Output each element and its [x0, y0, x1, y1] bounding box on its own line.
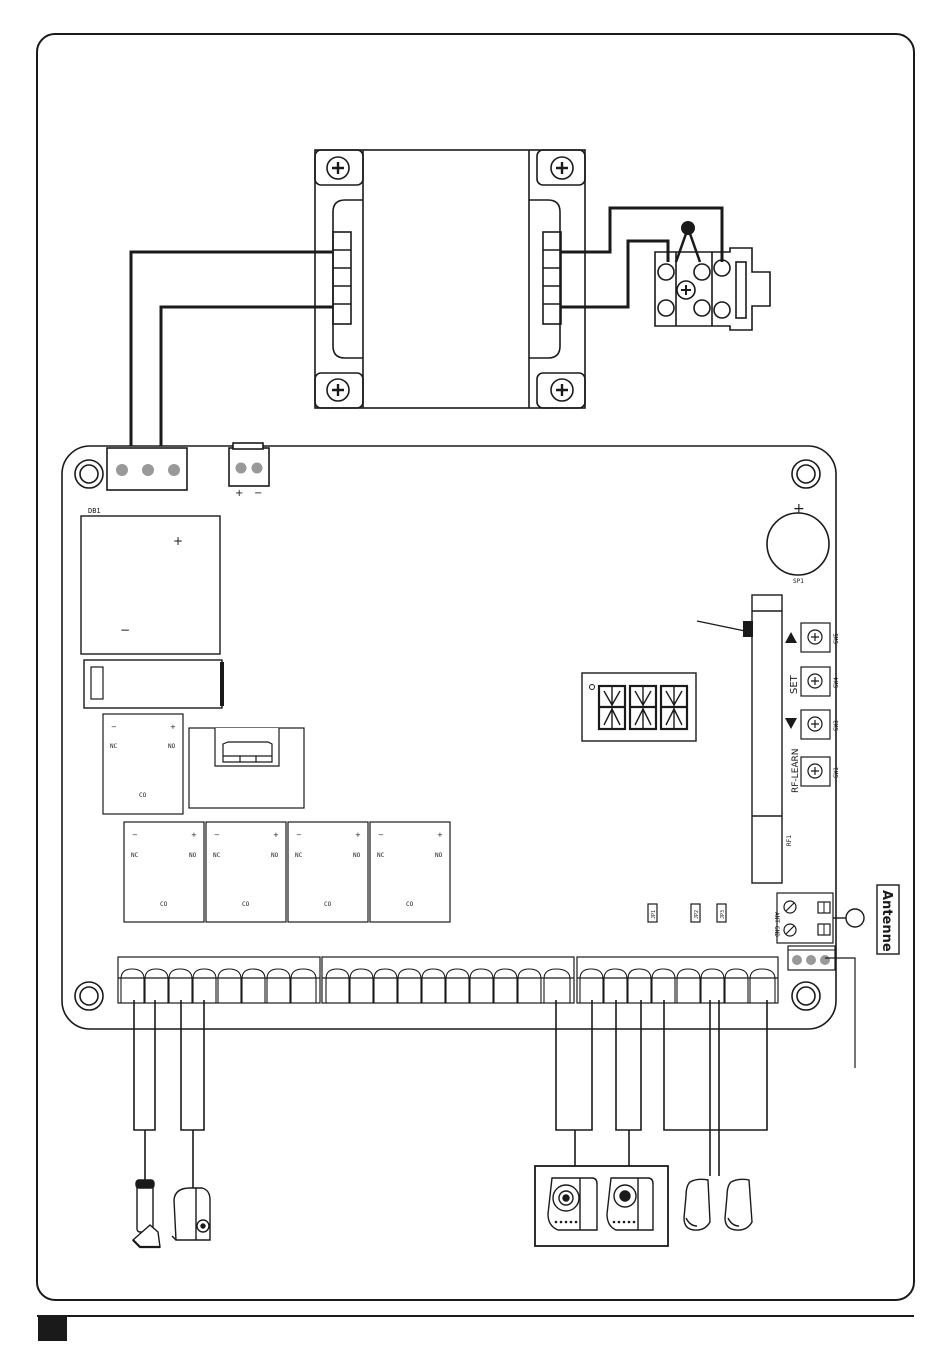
antenna-ant-label: ANT: [773, 912, 780, 923]
relay-4-nc: NC: [295, 852, 303, 859]
relay-2-nc: NC: [131, 852, 139, 859]
relay-1: − + NC NO CO: [103, 714, 183, 814]
antenna-gnd-label: GND: [773, 926, 780, 937]
relay-5: − + NC NO CO: [370, 822, 450, 922]
button-set-ref: SW4: [833, 677, 840, 688]
db1-bridge: [81, 516, 220, 654]
button-rf-learn-label: RF-LEARN: [791, 748, 801, 793]
relay-5-no: NO: [435, 852, 443, 859]
buzzer-ref: SP1: [793, 578, 804, 585]
relay-1-plus: +: [170, 723, 176, 731]
db1-minus: −: [120, 623, 130, 637]
key-selector-icon: [172, 1188, 210, 1240]
relay-3-no: NO: [271, 852, 279, 859]
wire-junction-dot: [681, 221, 695, 235]
dc-connector: [229, 443, 269, 486]
relay-5-nc: NC: [377, 852, 385, 859]
relay-4: − + NC NO CO: [288, 822, 368, 922]
relay-5-plus: +: [437, 831, 443, 839]
transformer-input-connector: [107, 448, 187, 490]
relay-2: − + NC NO CO: [124, 822, 204, 922]
relay-2-no: NO: [189, 852, 197, 859]
button-down-ref: SW3: [833, 720, 840, 731]
flashing-lamp-icon: [133, 1180, 160, 1247]
relay-3-nc: NC: [213, 852, 221, 859]
antenna-terminal: [777, 893, 833, 943]
jumper-1: JP1: [648, 904, 657, 922]
jumper-2: JP2: [691, 904, 700, 922]
relay-4-minus: −: [296, 831, 302, 839]
antenne-label: Antenne: [879, 890, 894, 952]
relay-2-plus: +: [191, 831, 197, 839]
svg-text:JP3: JP3: [720, 910, 726, 919]
rf-module: [752, 595, 782, 883]
button-rf-learn-ref: SW1: [833, 767, 840, 778]
svg-text:JP1: JP1: [651, 910, 657, 919]
svg-text:JP2: JP2: [694, 910, 700, 919]
rf-module-ref: RF1: [786, 835, 793, 846]
voltage-regulator: [189, 728, 304, 808]
db1-ref: DB1: [88, 507, 101, 515]
push-button-left-icon: [684, 1179, 710, 1230]
dc-plus-label: +: [235, 488, 243, 499]
push-button-right-icon: [725, 1179, 752, 1230]
relay-4-no: NO: [353, 852, 361, 859]
button-up-ref: SW5: [833, 633, 840, 644]
relay-2-co: CO: [160, 901, 168, 908]
terminal-strip-middle: [322, 957, 574, 1003]
photocell-transmitter-icon: [548, 1178, 597, 1230]
button-set-label: SET: [789, 674, 800, 694]
rf-led: [743, 621, 753, 637]
relay-1-co: CO: [139, 792, 147, 799]
relay-3: − + NC NO CO: [206, 822, 286, 922]
transformer: [315, 150, 585, 408]
relay-1-nc: NC: [110, 743, 118, 750]
relay-3-plus: +: [273, 831, 279, 839]
photocell-receiver-icon: [607, 1178, 653, 1230]
dc-minus-label: −: [254, 488, 262, 499]
jumper-3: JP3: [717, 904, 726, 922]
relay-1-no: NO: [168, 743, 176, 750]
antenna-bulb: [846, 909, 864, 927]
mains-terminal-block: [655, 248, 770, 330]
relay-5-minus: −: [378, 831, 384, 839]
relay-3-minus: −: [214, 831, 220, 839]
buzzer-sp1: [767, 513, 829, 575]
db1-plus: +: [173, 534, 183, 548]
relay-2-minus: −: [132, 831, 138, 839]
seven-segment-display: [582, 673, 696, 741]
fuse-holder: [84, 660, 224, 708]
relay-5-co: CO: [406, 901, 414, 908]
footer-page-block: [38, 1316, 67, 1341]
relay-4-plus: +: [355, 831, 361, 839]
relay-3-co: CO: [242, 901, 250, 908]
relay-1-minus: −: [111, 723, 117, 731]
relay-4-co: CO: [324, 901, 332, 908]
